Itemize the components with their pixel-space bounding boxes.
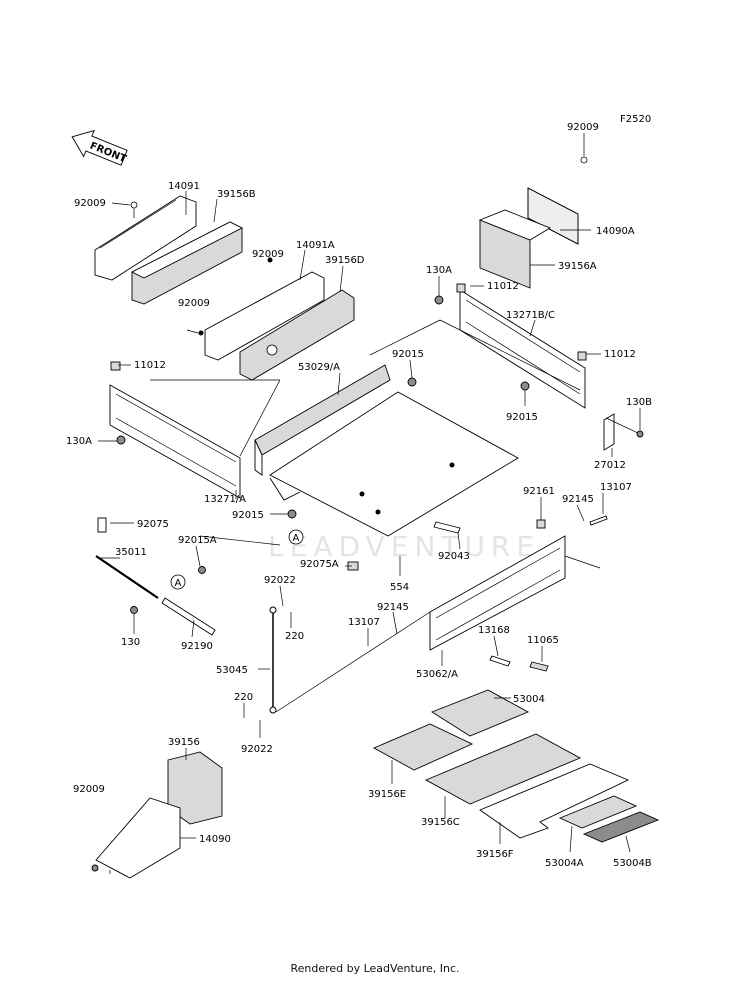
side-gate-13271A bbox=[109, 361, 241, 499]
label-39156B: 39156B bbox=[217, 189, 256, 200]
label-14090: 14090 bbox=[199, 834, 231, 845]
watermark-text: LEADVENTURE bbox=[268, 530, 540, 563]
label-92075A: 92075A bbox=[300, 559, 339, 570]
label-130A-r: 130A bbox=[426, 265, 452, 276]
label-39156E: 39156E bbox=[368, 789, 406, 800]
label-53062A: 53062/A bbox=[416, 669, 458, 680]
mat-39156F bbox=[479, 763, 630, 839]
nut-92015-top bbox=[407, 377, 417, 387]
cable-53045 bbox=[269, 606, 277, 714]
rod-35011 bbox=[95, 517, 159, 599]
label-14090A: 14090A bbox=[596, 226, 635, 237]
mat-53004A bbox=[558, 795, 638, 829]
bolt-130 bbox=[130, 606, 138, 614]
leader-lines bbox=[98, 133, 641, 874]
label-92022-t: 92022 bbox=[264, 575, 296, 586]
label-11012-r1: 11012 bbox=[487, 281, 519, 292]
label-220-b: 220 bbox=[234, 692, 253, 703]
label-39156A: 39156A bbox=[558, 261, 597, 272]
label-92161: 92161 bbox=[523, 486, 555, 497]
screw-92009-tl bbox=[130, 201, 138, 218]
pad-39156B bbox=[131, 221, 243, 305]
label-39156D: 39156D bbox=[325, 255, 365, 266]
bolt-13107-r bbox=[589, 515, 608, 526]
label-92145-r: 92145 bbox=[562, 494, 594, 505]
label-53004B: 53004B bbox=[613, 858, 652, 869]
screw-92009-tr bbox=[580, 156, 588, 164]
label-13168: 13168 bbox=[478, 625, 510, 636]
pad-39156A bbox=[478, 209, 552, 289]
label-92075: 92075 bbox=[137, 519, 169, 530]
label-14091A: 14091A bbox=[296, 240, 335, 251]
label-554: 554 bbox=[390, 582, 409, 593]
label-92009-m2: 92009 bbox=[178, 298, 210, 309]
bolt-130A-r bbox=[434, 295, 444, 305]
label-92022-b: 92022 bbox=[241, 744, 273, 755]
pad-39156D bbox=[239, 289, 355, 381]
label-92009-tr: 92009 bbox=[567, 122, 599, 133]
label-13271BC: 13271B/C bbox=[506, 310, 555, 321]
label-92015-m: 92015 bbox=[232, 510, 264, 521]
panel-14091A bbox=[204, 271, 325, 361]
latch-27012 bbox=[603, 413, 644, 451]
label-39156C: 39156C bbox=[421, 817, 460, 828]
label-11012-l: 11012 bbox=[134, 360, 166, 371]
label-11065: 11065 bbox=[527, 635, 559, 646]
pin-11065 bbox=[529, 661, 549, 672]
screw-92009-m2 bbox=[198, 330, 204, 336]
label-130B: 130B bbox=[626, 397, 652, 408]
label-27012: 27012 bbox=[594, 460, 626, 471]
mat-39156E bbox=[372, 723, 474, 771]
diagram-code: F2520 bbox=[620, 114, 651, 125]
label-35011: 35011 bbox=[115, 547, 147, 558]
label-53004: 53004 bbox=[513, 694, 545, 705]
bolt-130A-l bbox=[116, 435, 126, 445]
pin-92190 bbox=[161, 597, 216, 636]
side-gate-13271BC bbox=[456, 283, 587, 409]
callout-a-bed: A bbox=[288, 529, 304, 545]
label-92145-m: 92145 bbox=[377, 602, 409, 613]
mat-39156C bbox=[424, 733, 582, 805]
label-14091: 14091 bbox=[168, 181, 200, 192]
label-130: 130 bbox=[121, 637, 140, 648]
label-13107-m: 13107 bbox=[348, 617, 380, 628]
screw-92009-bl bbox=[91, 864, 99, 872]
label-13271A: 13271/A bbox=[204, 494, 246, 505]
svg-text:A: A bbox=[293, 533, 300, 544]
label-92009-tl: 92009 bbox=[74, 198, 106, 209]
label-92009-m1: 92009 bbox=[252, 249, 284, 260]
footer-credit: Rendered by LeadVenture, Inc. bbox=[290, 962, 460, 975]
front-arrow-icon: FRONT bbox=[71, 129, 128, 166]
panel-14090 bbox=[95, 797, 181, 879]
nut-92015-r bbox=[520, 381, 530, 391]
mat-53004 bbox=[431, 689, 530, 737]
label-53045: 53045 bbox=[216, 665, 248, 676]
label-130A-l: 130A bbox=[66, 436, 92, 447]
label-92190: 92190 bbox=[181, 641, 213, 652]
label-92015-top: 92015 bbox=[392, 349, 424, 360]
label-39156F: 39156F bbox=[476, 849, 514, 860]
label-92015-r: 92015 bbox=[506, 412, 538, 423]
label-92043: 92043 bbox=[438, 551, 470, 562]
label-11012-r2: 11012 bbox=[604, 349, 636, 360]
nut-92015-m bbox=[287, 509, 297, 519]
label-92015A: 92015A bbox=[178, 535, 217, 546]
tailgate-53062A bbox=[429, 519, 566, 651]
panel-14091 bbox=[94, 195, 197, 281]
callout-a-left: A bbox=[170, 574, 186, 590]
label-92009-bl: 92009 bbox=[73, 784, 105, 795]
mat-53004B bbox=[582, 811, 660, 843]
label-220-t: 220 bbox=[285, 631, 304, 642]
nut-92015A bbox=[198, 566, 206, 574]
label-39156: 39156 bbox=[168, 737, 200, 748]
label-53004A: 53004A bbox=[545, 858, 584, 869]
part-labels: 92009 14090A 39156A 14091 39156B 92009 9… bbox=[66, 122, 652, 869]
label-13107-r: 13107 bbox=[600, 482, 632, 493]
label-53029A: 53029/A bbox=[298, 362, 340, 373]
svg-text:A: A bbox=[175, 578, 182, 589]
cargo-bed-53029A bbox=[254, 364, 519, 537]
hinge-pin-13168 bbox=[489, 655, 511, 667]
